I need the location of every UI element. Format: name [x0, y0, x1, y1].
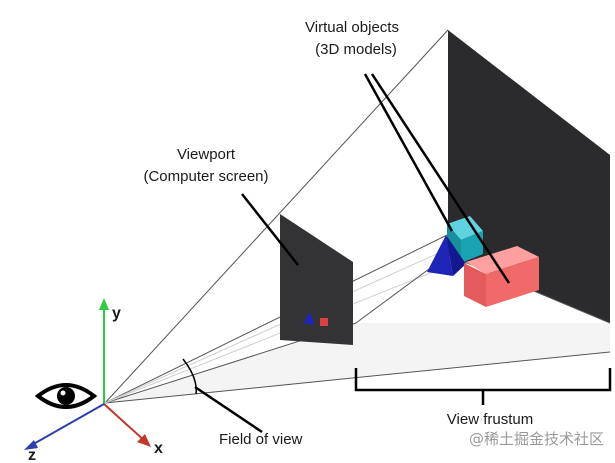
viewport-plane	[280, 214, 353, 345]
label-view-frustum: View frustum	[447, 411, 533, 428]
watermark: @稀土掘金技术社区	[469, 430, 604, 448]
label-computer-screen: (Computer screen)	[143, 168, 268, 185]
frustum-floor	[105, 323, 610, 403]
axis-label-y: y	[112, 305, 121, 322]
label-viewport: Viewport	[177, 146, 236, 163]
axis-label-z: z	[28, 447, 36, 463]
axis-label-x: x	[154, 440, 163, 457]
label-virtual-objects: Virtual objects	[305, 19, 399, 36]
red-cube	[464, 246, 539, 307]
viewport-projected-pyramid	[303, 312, 315, 325]
field-of-view-arc	[182, 358, 197, 395]
view-frustum-bracket	[354, 368, 612, 405]
coordinate-axes	[24, 298, 151, 450]
viewport-projected-cube	[320, 318, 328, 326]
label-3d-models: (3D models)	[315, 41, 397, 58]
label-field-of-view: Field of view	[219, 431, 303, 448]
eye-icon	[34, 383, 98, 409]
blue-pyramid	[427, 235, 466, 276]
leader-lines	[194, 73, 511, 434]
